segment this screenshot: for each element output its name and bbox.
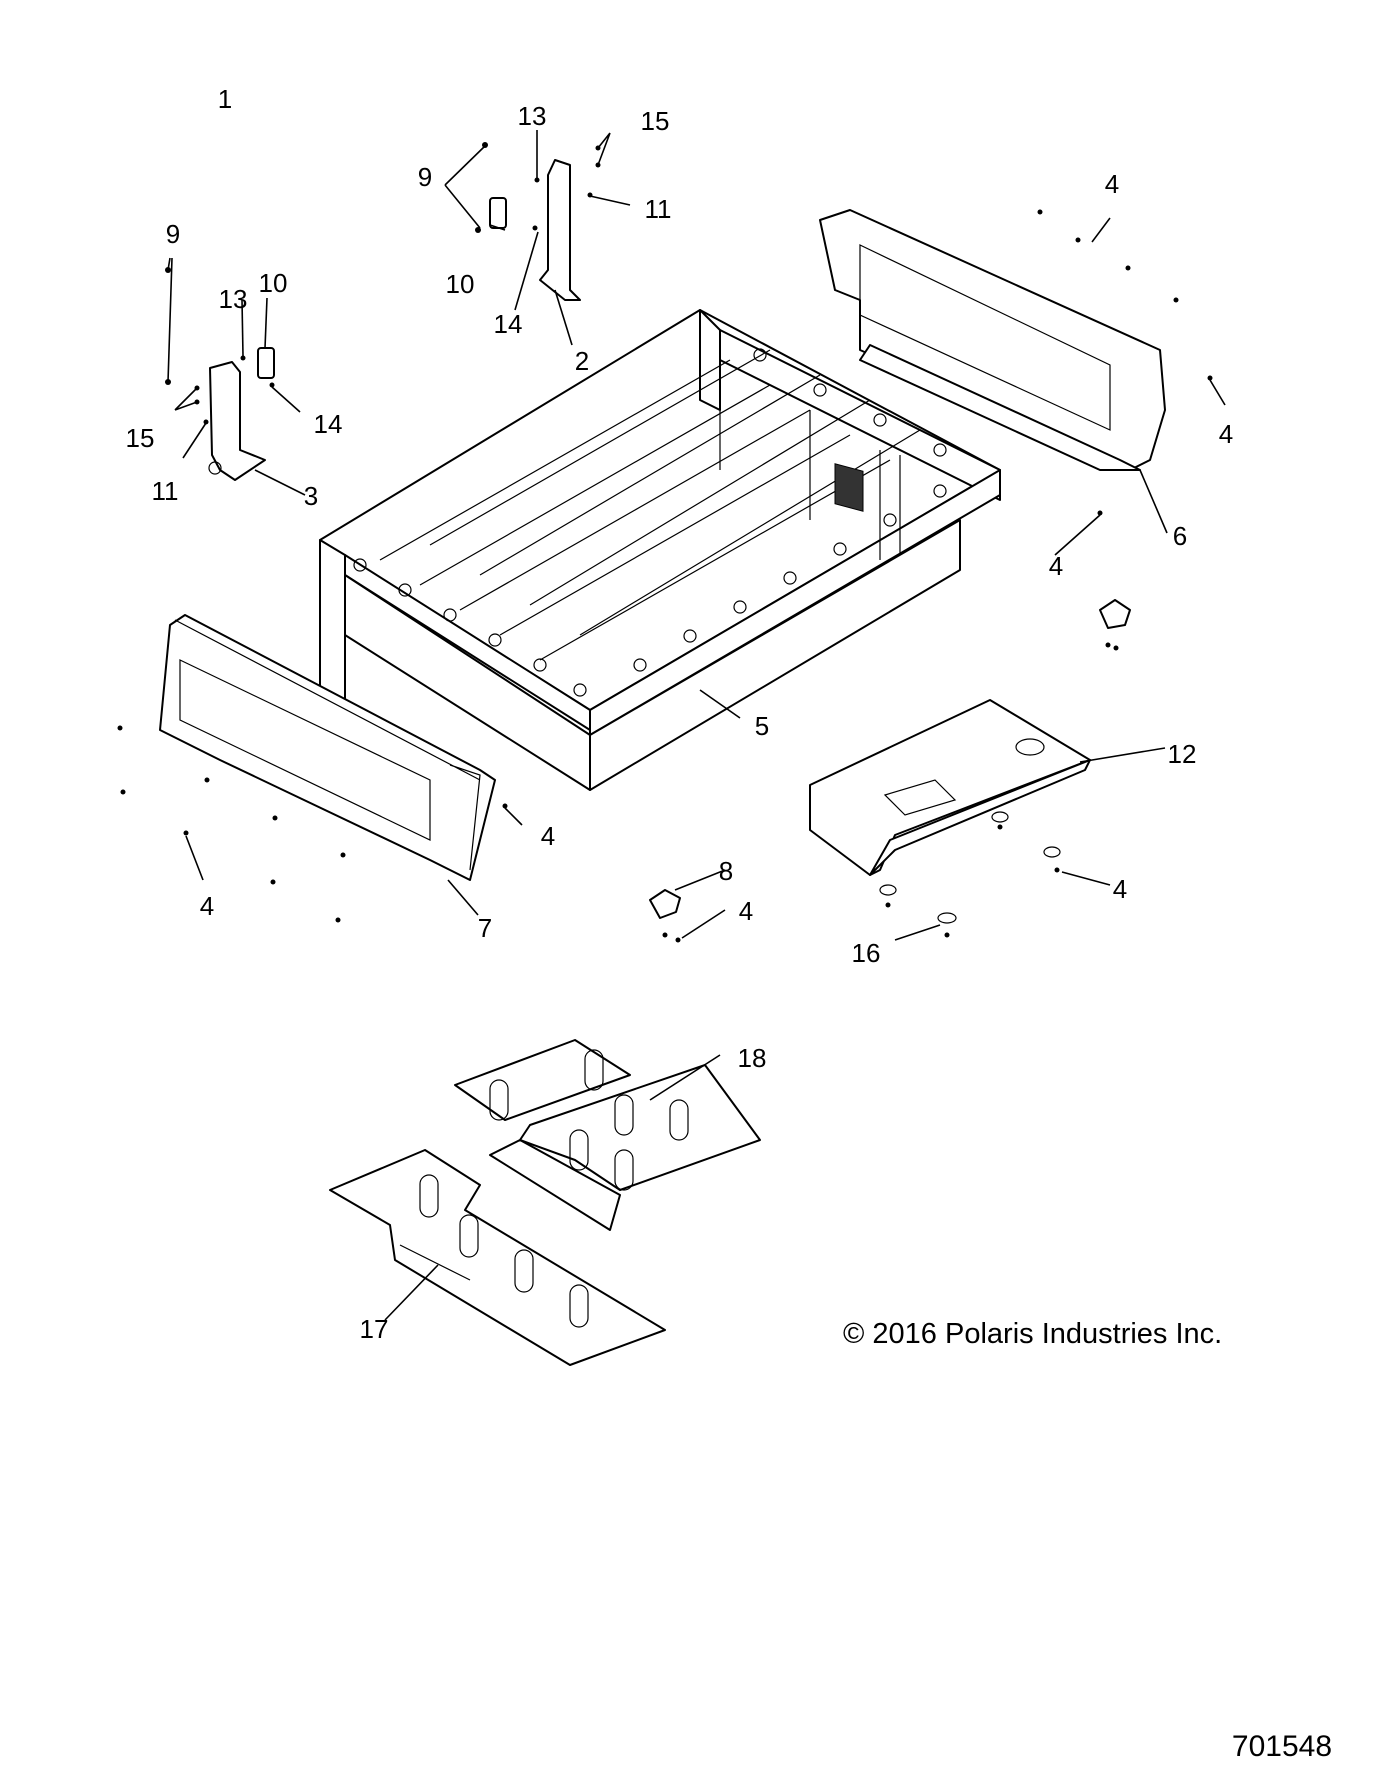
callout-11b: 11 (152, 476, 179, 506)
callout-4e: 4 (200, 891, 214, 921)
callout-13b: 13 (219, 284, 248, 314)
callout-4d: 4 (541, 821, 555, 851)
mat-18-part (454, 1039, 761, 1231)
callout-3: 3 (304, 481, 318, 511)
callout-13a: 13 (518, 101, 547, 131)
bracket-2-part (539, 159, 581, 301)
callout-18: 18 (738, 1043, 767, 1073)
callout-14b: 14 (314, 409, 343, 439)
callout-10a: 10 (446, 269, 475, 299)
callout-15a: 15 (641, 106, 670, 136)
skid-plate-part (809, 699, 1091, 876)
callout-14a: 14 (494, 309, 523, 339)
washers (879, 811, 1061, 924)
callout-9a: 9 (418, 162, 432, 192)
cargo-box-part (319, 309, 1001, 791)
callout-2: 2 (575, 346, 589, 376)
front-panel-part (159, 614, 496, 881)
leader-lines (167, 130, 1226, 1321)
bracket-3-part (208, 361, 266, 481)
callout-17: 17 (360, 1314, 389, 1344)
callout-4a: 4 (1105, 169, 1119, 199)
callout-15b: 15 (126, 423, 155, 453)
callout-4b: 4 (1219, 419, 1233, 449)
callout-labels: 1 2 3 4 4 4 4 4 4 4 4 5 6 7 8 9 9 10 10 … (126, 84, 1234, 1344)
rear-panel-part (819, 209, 1166, 512)
callout-8: 8 (719, 856, 733, 886)
callout-4c: 4 (1049, 551, 1063, 581)
latch-10-part (257, 197, 507, 379)
bracket-8-part (649, 599, 1131, 919)
callout-7: 7 (478, 913, 492, 943)
callout-11a: 11 (645, 194, 672, 224)
callout-1: 1 (218, 84, 232, 114)
callout-6: 6 (1173, 521, 1187, 551)
callout-12: 12 (1168, 739, 1197, 769)
callout-4g: 4 (1113, 874, 1127, 904)
drawing-number: 701548 (1232, 1730, 1332, 1763)
callout-16: 16 (852, 938, 881, 968)
callout-9b: 9 (166, 219, 180, 249)
callout-10b: 10 (259, 268, 288, 298)
callout-5: 5 (755, 711, 769, 741)
mat-17-part (329, 1149, 666, 1366)
callout-4f: 4 (739, 896, 753, 926)
copyright-notice: © 2016 Polaris Industries Inc. (843, 1318, 1222, 1350)
